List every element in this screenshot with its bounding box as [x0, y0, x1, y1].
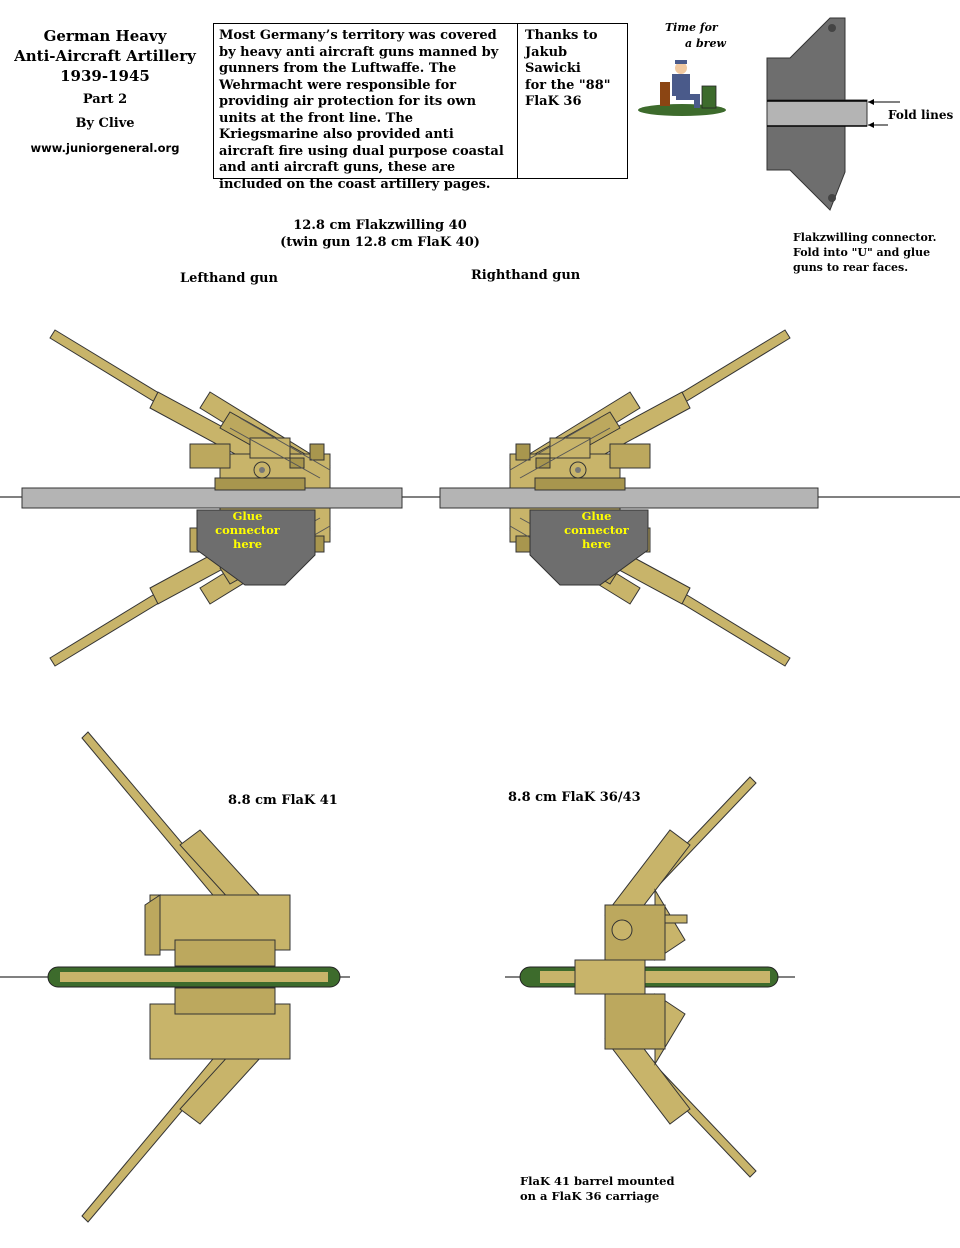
logo-caption: Time for a brew: [665, 20, 735, 52]
glue-right-line-2: connector: [564, 523, 629, 537]
fold-lines-label: Fold lines: [888, 108, 954, 122]
logo-caption-line-2: a brew: [685, 37, 726, 50]
flak3643-note-line-1: FlaK 41 barrel mounted: [520, 1174, 675, 1188]
flakzwilling-title: 12.8 cm Flakzwilling 40: [293, 218, 467, 233]
lefthand-gun-label: Lefthand gun: [180, 271, 278, 286]
flak3643-label: 8.8 cm FlaK 36/43: [508, 790, 641, 805]
author-label: By Clive: [75, 116, 135, 131]
connector-note-line-3: guns to rear faces.: [793, 261, 909, 274]
thanks-line-3: Sawicki: [525, 61, 581, 76]
glue-label-left: Glue connector here: [205, 509, 290, 551]
connector-note-line-2: Fold into "U" and glue: [793, 246, 931, 259]
website-link[interactable]: www.juniorgeneral.org: [30, 141, 180, 155]
title-line-1: German Heavy: [43, 27, 167, 45]
flak3643-note-line-2: on a FlaK 36 carriage: [520, 1189, 660, 1203]
connector-template: [766, 17, 900, 211]
glue-label-right: Glue connector here: [554, 509, 639, 551]
connector-note: Flakzwilling connector. Fold into "U" an…: [793, 230, 958, 275]
connector-note-line-1: Flakzwilling connector.: [793, 231, 937, 244]
info-box: Most Germany’s territory was covered by …: [213, 23, 628, 192]
thanks-text: Thanks to Jakub Sawicki for the "88" Fla…: [520, 24, 625, 115]
info-text: Most Germany’s territory was covered by …: [219, 28, 504, 192]
part-label: Part 2: [82, 92, 128, 107]
flak41-label: 8.8 cm FlaK 41: [228, 793, 338, 808]
thanks-line-1: Thanks to: [525, 28, 598, 43]
title-line-3: 1939-1945: [60, 67, 150, 85]
thanks-line-4: for the "88": [525, 77, 611, 93]
brew-logo-icon: [638, 60, 726, 116]
glue-left-line-3: here: [232, 537, 263, 551]
righthand-gun-model: [439, 329, 819, 667]
glue-right-line-3: here: [581, 537, 612, 551]
title-line-2: Anti-Aircraft Artillery: [14, 47, 196, 65]
thanks-line-5: FlaK 36: [525, 94, 582, 109]
flakzwilling-subtitle: (twin gun 12.8 cm FlaK 40): [280, 235, 480, 250]
lefthand-gun-model: [21, 329, 403, 667]
flak3643-note: FlaK 41 barrel mounted on a FlaK 36 carr…: [520, 1174, 700, 1204]
info-divider: [517, 24, 518, 178]
righthand-gun-label: Righthand gun: [471, 268, 581, 283]
thanks-line-2: Jakub: [525, 44, 568, 60]
glue-left-line-2: connector: [215, 523, 280, 537]
title-block: German Heavy Anti-Aircraft Artillery 193…: [10, 26, 200, 86]
logo-caption-line-1: Time for: [665, 21, 718, 34]
glue-right-line-1: Glue: [581, 509, 612, 523]
flak41-model: [47, 731, 341, 1223]
flak3643-model: [519, 776, 779, 1178]
glue-left-line-1: Glue: [232, 509, 263, 523]
